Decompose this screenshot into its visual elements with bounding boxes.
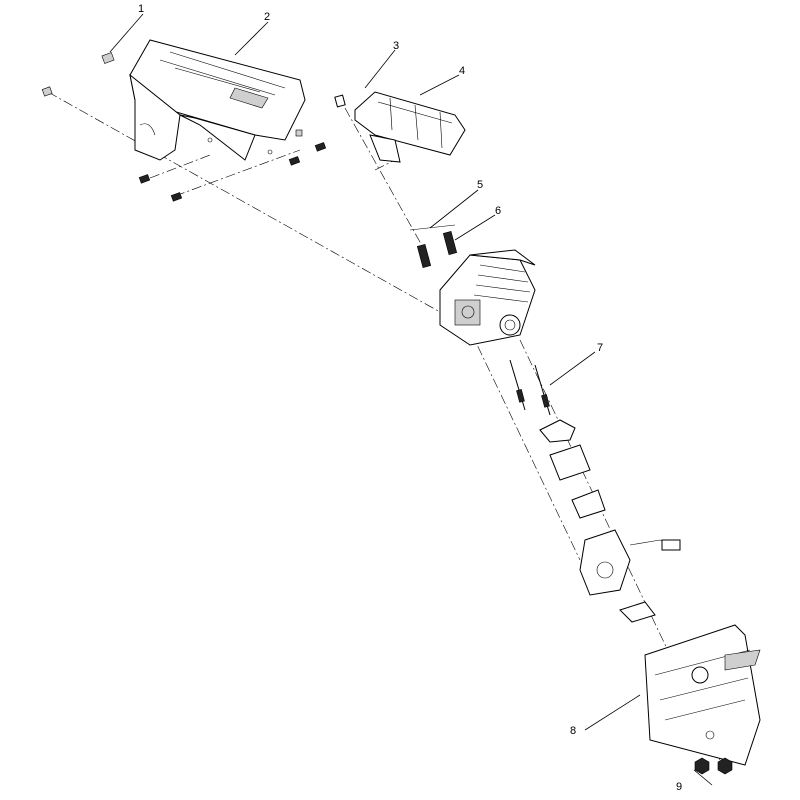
callout-2: 2 (264, 11, 270, 23)
long-stud-part (509, 359, 551, 416)
muffler-cover-part (334, 91, 466, 163)
callout-labels: 1 2 3 4 5 6 7 8 9 (138, 3, 682, 793)
callout-8: 8 (570, 725, 576, 737)
lower-gasket-part (619, 601, 656, 623)
callout-3: 3 (393, 40, 399, 52)
bolt-fasteners (41, 52, 327, 202)
gasket-stud-part (409, 224, 458, 269)
nut-fasteners (694, 757, 733, 775)
callout-6: 6 (495, 205, 501, 217)
callout-9: 9 (676, 781, 682, 793)
callout-5: 5 (477, 179, 483, 191)
intake-gaskets-part (539, 419, 606, 519)
assembly-centerlines (47, 91, 721, 761)
callout-leaders (109, 13, 713, 786)
cylinder-head-part (439, 249, 536, 346)
lower-shroud-part (644, 624, 761, 766)
callout-4: 4 (459, 65, 465, 77)
callout-1: 1 (138, 3, 144, 15)
carburetor-part (579, 529, 681, 596)
callout-7: 7 (597, 342, 603, 354)
blower-housing-part (129, 39, 306, 161)
